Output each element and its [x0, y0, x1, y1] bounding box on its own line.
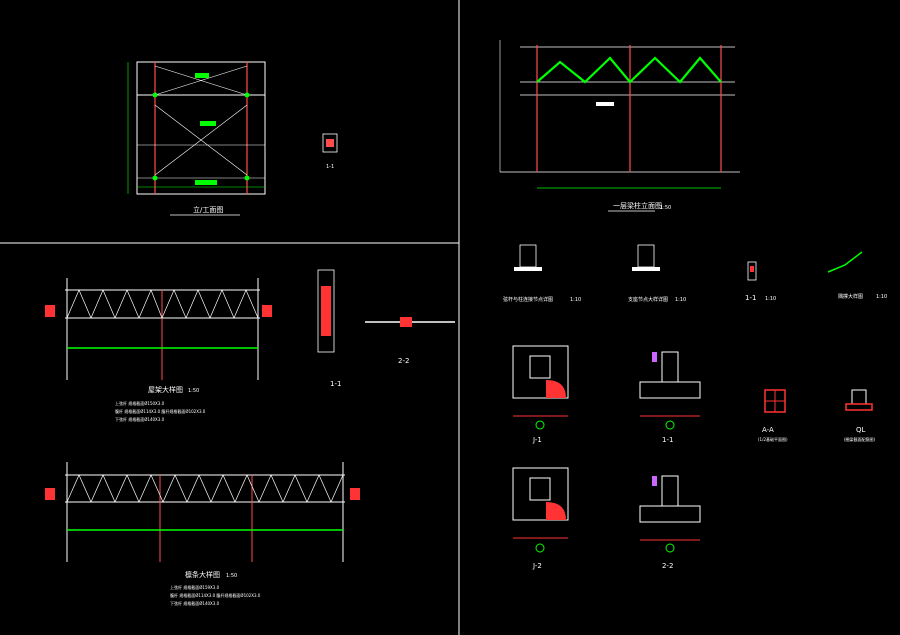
- detail-1-1-weld: [750, 266, 754, 272]
- section-ql-base: [845, 403, 873, 411]
- elevation-a-node-2: [244, 92, 250, 98]
- elevation-a-tag-1: [195, 73, 209, 78]
- section-2-2-cut: [400, 317, 412, 327]
- foundation-j2-section-footing: [639, 505, 701, 523]
- truss-2-note-2: 腹杆 规格截面Ø114X3.0 腹杆规格截面Ø102X3.0: [170, 592, 261, 598]
- truss-2-scale: 1:50: [226, 573, 237, 579]
- section-ql-subtitle: (圈梁截面配筋图): [844, 436, 876, 442]
- drawing-front-elevation: 一层梁柱立面图 1:50: [499, 40, 740, 212]
- foundation-j1-section-title: 1-1: [662, 436, 673, 444]
- drawing-foundation-j2-plan: J-2: [512, 467, 569, 570]
- detail-1-1-plate: [747, 261, 757, 281]
- front-elevation-scale: 1:50: [660, 205, 671, 211]
- drawing-detail-knee: 隅撑大样图 1:10: [827, 251, 887, 300]
- truss-1-web: [66, 289, 259, 319]
- drawing-detail-bearing-1: 弦杆与柱连接节点详图 1:10: [503, 244, 581, 303]
- detail-1-1-scale: 1:10: [765, 296, 776, 302]
- foundation-j2-section-marker: [652, 476, 657, 486]
- foundation-j2-plan-title: J-2: [532, 562, 542, 570]
- drawing-foundation-j2-section: 2-2: [639, 475, 701, 570]
- elevation-a-node-3: [152, 175, 158, 181]
- truss-1-bearing-left: [45, 305, 55, 317]
- foundation-j2-plan-axis: [535, 543, 545, 553]
- elevation-a-brace-top-2: [154, 65, 248, 96]
- detail-bearing-2-column: [637, 244, 655, 268]
- section-1-1-column: [317, 269, 335, 353]
- section-1-1-plate: [321, 286, 331, 336]
- foundation-j2-section-pedestal: [661, 475, 679, 507]
- detail-knee-scale: 1:10: [876, 294, 887, 300]
- foundation-j1-section-axis: [665, 420, 675, 430]
- front-elevation-title: 一层梁柱立面图: [613, 201, 662, 210]
- drawing-foundation-j1-plan: J-1: [512, 345, 569, 444]
- detail-bearing-2-plate: [632, 267, 660, 271]
- drawing-section-ql: QL (圈梁截面配筋图): [844, 389, 876, 442]
- drawing-section-1-1: 1-1: [317, 269, 341, 388]
- foundation-j2-plan-hatch: [546, 502, 566, 520]
- drawing-section-2-2: 2-2: [365, 317, 455, 365]
- foundation-j1-plan-hatch: [546, 380, 566, 398]
- elevation-a-frame: [136, 61, 266, 195]
- drawing-detail-bearing-2: 支座节点大样详图 1:10: [628, 244, 686, 303]
- section-ql-title: QL: [856, 426, 866, 434]
- foundation-j1-section-footing: [639, 381, 701, 399]
- elevation-a-brace-x-2: [154, 104, 248, 176]
- detail-knee-brace: [827, 251, 863, 273]
- elevation-a-section-label: 1-1: [326, 164, 334, 170]
- section-2-2-title: 2-2: [398, 357, 409, 365]
- elevation-a-section-detail: [322, 133, 338, 153]
- truss-2-bearing-right: [350, 488, 360, 500]
- truss-1-note-1: 上弦杆 规格截面Ø150X3.0: [115, 400, 165, 406]
- front-elevation-roof-truss: [536, 56, 722, 84]
- drawing-elevation-a: 立/工面图 1-1: [127, 61, 338, 216]
- foundation-j1-plan-title: J-1: [532, 436, 542, 444]
- section-a-a-subtitle: (1/2基础平面图): [758, 436, 788, 442]
- truss-1-title: 屋架大样图: [148, 385, 183, 394]
- foundation-j2-plan-outer: [512, 467, 569, 521]
- truss-2-note-1: 上弦杆 规格截面Ø159X3.0: [170, 584, 220, 590]
- elevation-a-title: 立/工面图: [193, 205, 223, 214]
- foundation-j2-section-title: 2-2: [662, 562, 673, 570]
- truss-1-note-3: 下弦杆 规格截面Ø140X3.0: [115, 416, 165, 422]
- truss-1-bearing-right: [262, 305, 272, 317]
- detail-knee-title: 隅撑大样图: [838, 293, 863, 300]
- drawing-truss-1: 屋架大样图 1:50 上弦杆 规格截面Ø150X3.0 腹杆 规格截面Ø114X…: [45, 278, 272, 422]
- foundation-j1-plan-axis: [535, 420, 545, 430]
- section-a-a-title: A-A: [762, 426, 774, 434]
- truss-1-scale: 1:50: [188, 388, 199, 394]
- foundation-j1-section-marker: [652, 352, 657, 362]
- detail-bearing-2-title: 支座节点大样详图: [628, 296, 668, 303]
- truss-2-title: 檩条大样图: [185, 570, 220, 579]
- section-1-1-title: 1-1: [330, 380, 341, 388]
- drawing-foundation-j1-section: 1-1: [639, 351, 701, 444]
- elevation-a-tag-2: [200, 121, 216, 126]
- foundation-j1-section-pedestal: [661, 351, 679, 383]
- section-ql-beam: [851, 389, 867, 405]
- truss-1-note-2: 腹杆 规格截面Ø114X3.0 腹杆规格截面Ø102X3.0: [115, 408, 206, 414]
- detail-bearing-1-plate: [514, 267, 542, 271]
- detail-bearing-1-column: [519, 244, 537, 268]
- foundation-j2-section-axis: [665, 543, 675, 553]
- foundation-j1-plan-inner: [529, 355, 551, 379]
- drawing-detail-1-1: 1-1 1:10: [745, 261, 776, 302]
- foundation-j1-plan-outer: [512, 345, 569, 399]
- sheet-frame: [0, 0, 460, 635]
- elevation-a-node-4: [244, 175, 250, 181]
- detail-bearing-2-scale: 1:10: [675, 297, 686, 303]
- truss-2-bearing-left: [45, 488, 55, 500]
- truss-2-web: [66, 474, 344, 503]
- drawing-section-a-a: A-A (1/2基础平面图): [758, 389, 788, 442]
- elevation-a-section-fill: [326, 139, 334, 147]
- elevation-a-tag-3: [195, 180, 217, 185]
- truss-2-note-3: 下弦杆 规格截面Ø140X3.0: [170, 600, 220, 606]
- detail-bearing-1-scale: 1:10: [570, 297, 581, 303]
- detail-bearing-1-title: 弦杆与柱连接节点详图: [503, 296, 553, 303]
- foundation-j2-plan-inner: [529, 477, 551, 501]
- drawing-truss-2: 檩条大样图 1:50 上弦杆 规格截面Ø159X3.0 腹杆 规格截面Ø114X…: [45, 462, 360, 606]
- elevation-a-node-1: [152, 92, 158, 98]
- front-elevation-tag: [596, 102, 614, 106]
- detail-1-1-title: 1-1: [745, 294, 756, 302]
